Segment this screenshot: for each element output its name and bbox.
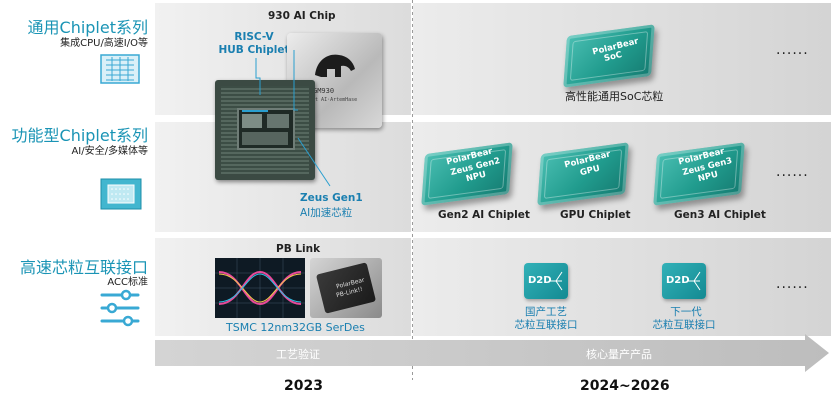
d2d-domestic-label-line2: 芯粒互联接口 xyxy=(514,319,578,331)
timeline-right-label: 核心量产产品 xyxy=(586,348,652,361)
d2d-domestic-icon: D2D xyxy=(524,263,568,299)
gen2-chip-label: Gen2 AI Chiplet xyxy=(438,209,530,221)
era-divider xyxy=(412,0,413,380)
d2d-nextgen-label-line1: 下一代 xyxy=(670,306,702,318)
row1-ellipsis: ...... xyxy=(776,42,809,58)
d2d-nextgen-icon: D2D xyxy=(662,263,706,299)
year-range: 2024~2026 xyxy=(580,378,670,394)
category-subtitle-functional: AI/安全/多媒体等 xyxy=(71,146,148,157)
gpu-chip-label: GPU Chiplet xyxy=(560,209,631,221)
d2d-nextgen-label-line2: 芯粒互联接口 xyxy=(652,319,716,331)
riscv-label-line1: RISC-V xyxy=(234,31,274,43)
riscv-label-line2: HUB Chiplet xyxy=(218,44,290,56)
function-chip-icon xyxy=(100,178,142,210)
zeus-gen1-label: Zeus Gen1 xyxy=(300,192,363,204)
chiplet-grid-icon xyxy=(100,54,140,84)
slider-settings-icon xyxy=(100,289,140,327)
polar-bear-logo-icon xyxy=(315,54,355,77)
category-subtitle-general: 集成CPU/高速I/O等 xyxy=(60,38,148,49)
soc-chip-label: 高性能通用SoC芯粒 xyxy=(565,90,664,103)
callout-lines xyxy=(255,50,331,187)
ai-chip-title: 930 AI Chip xyxy=(268,10,336,22)
year-2023: 2023 xyxy=(284,378,323,394)
timeline-left-label: 工艺验证 xyxy=(276,348,320,361)
serdes-caption: TSMC 12nm32GB SerDes xyxy=(226,321,365,334)
die-sub-text: ipset AI·ArtemHase xyxy=(303,97,358,103)
category-title-general: 通用Chiplet系列 xyxy=(27,18,148,37)
row3-ellipsis: ...... xyxy=(776,276,809,292)
category-column: 通用Chiplet系列 集成CPU/高速I/O等 功能型Chiplet系列 AI… xyxy=(0,0,148,404)
row3-right-panel xyxy=(413,238,831,336)
eye-diagram-image xyxy=(215,258,305,318)
zeus-gen1-sublabel: AI加速芯粒 xyxy=(300,207,353,219)
d2d-domestic-label-line1: 国产工艺 xyxy=(525,306,567,318)
category-title-functional: 功能型Chiplet系列 xyxy=(11,126,148,145)
pb-link-chip-photo: PolarBear PB-Link!! xyxy=(310,258,382,318)
category-title-interconnect: 高速芯粒互联接口 xyxy=(19,258,148,277)
die-logo-text: GM930 xyxy=(313,87,335,95)
pb-link-title: PB Link xyxy=(276,243,321,255)
timeline-arrow xyxy=(155,334,829,372)
category-subtitle-interconnect: ACC标准 xyxy=(107,277,148,288)
gen3-chip-label: Gen3 AI Chiplet xyxy=(674,209,766,221)
row2-ellipsis: ...... xyxy=(776,164,809,180)
